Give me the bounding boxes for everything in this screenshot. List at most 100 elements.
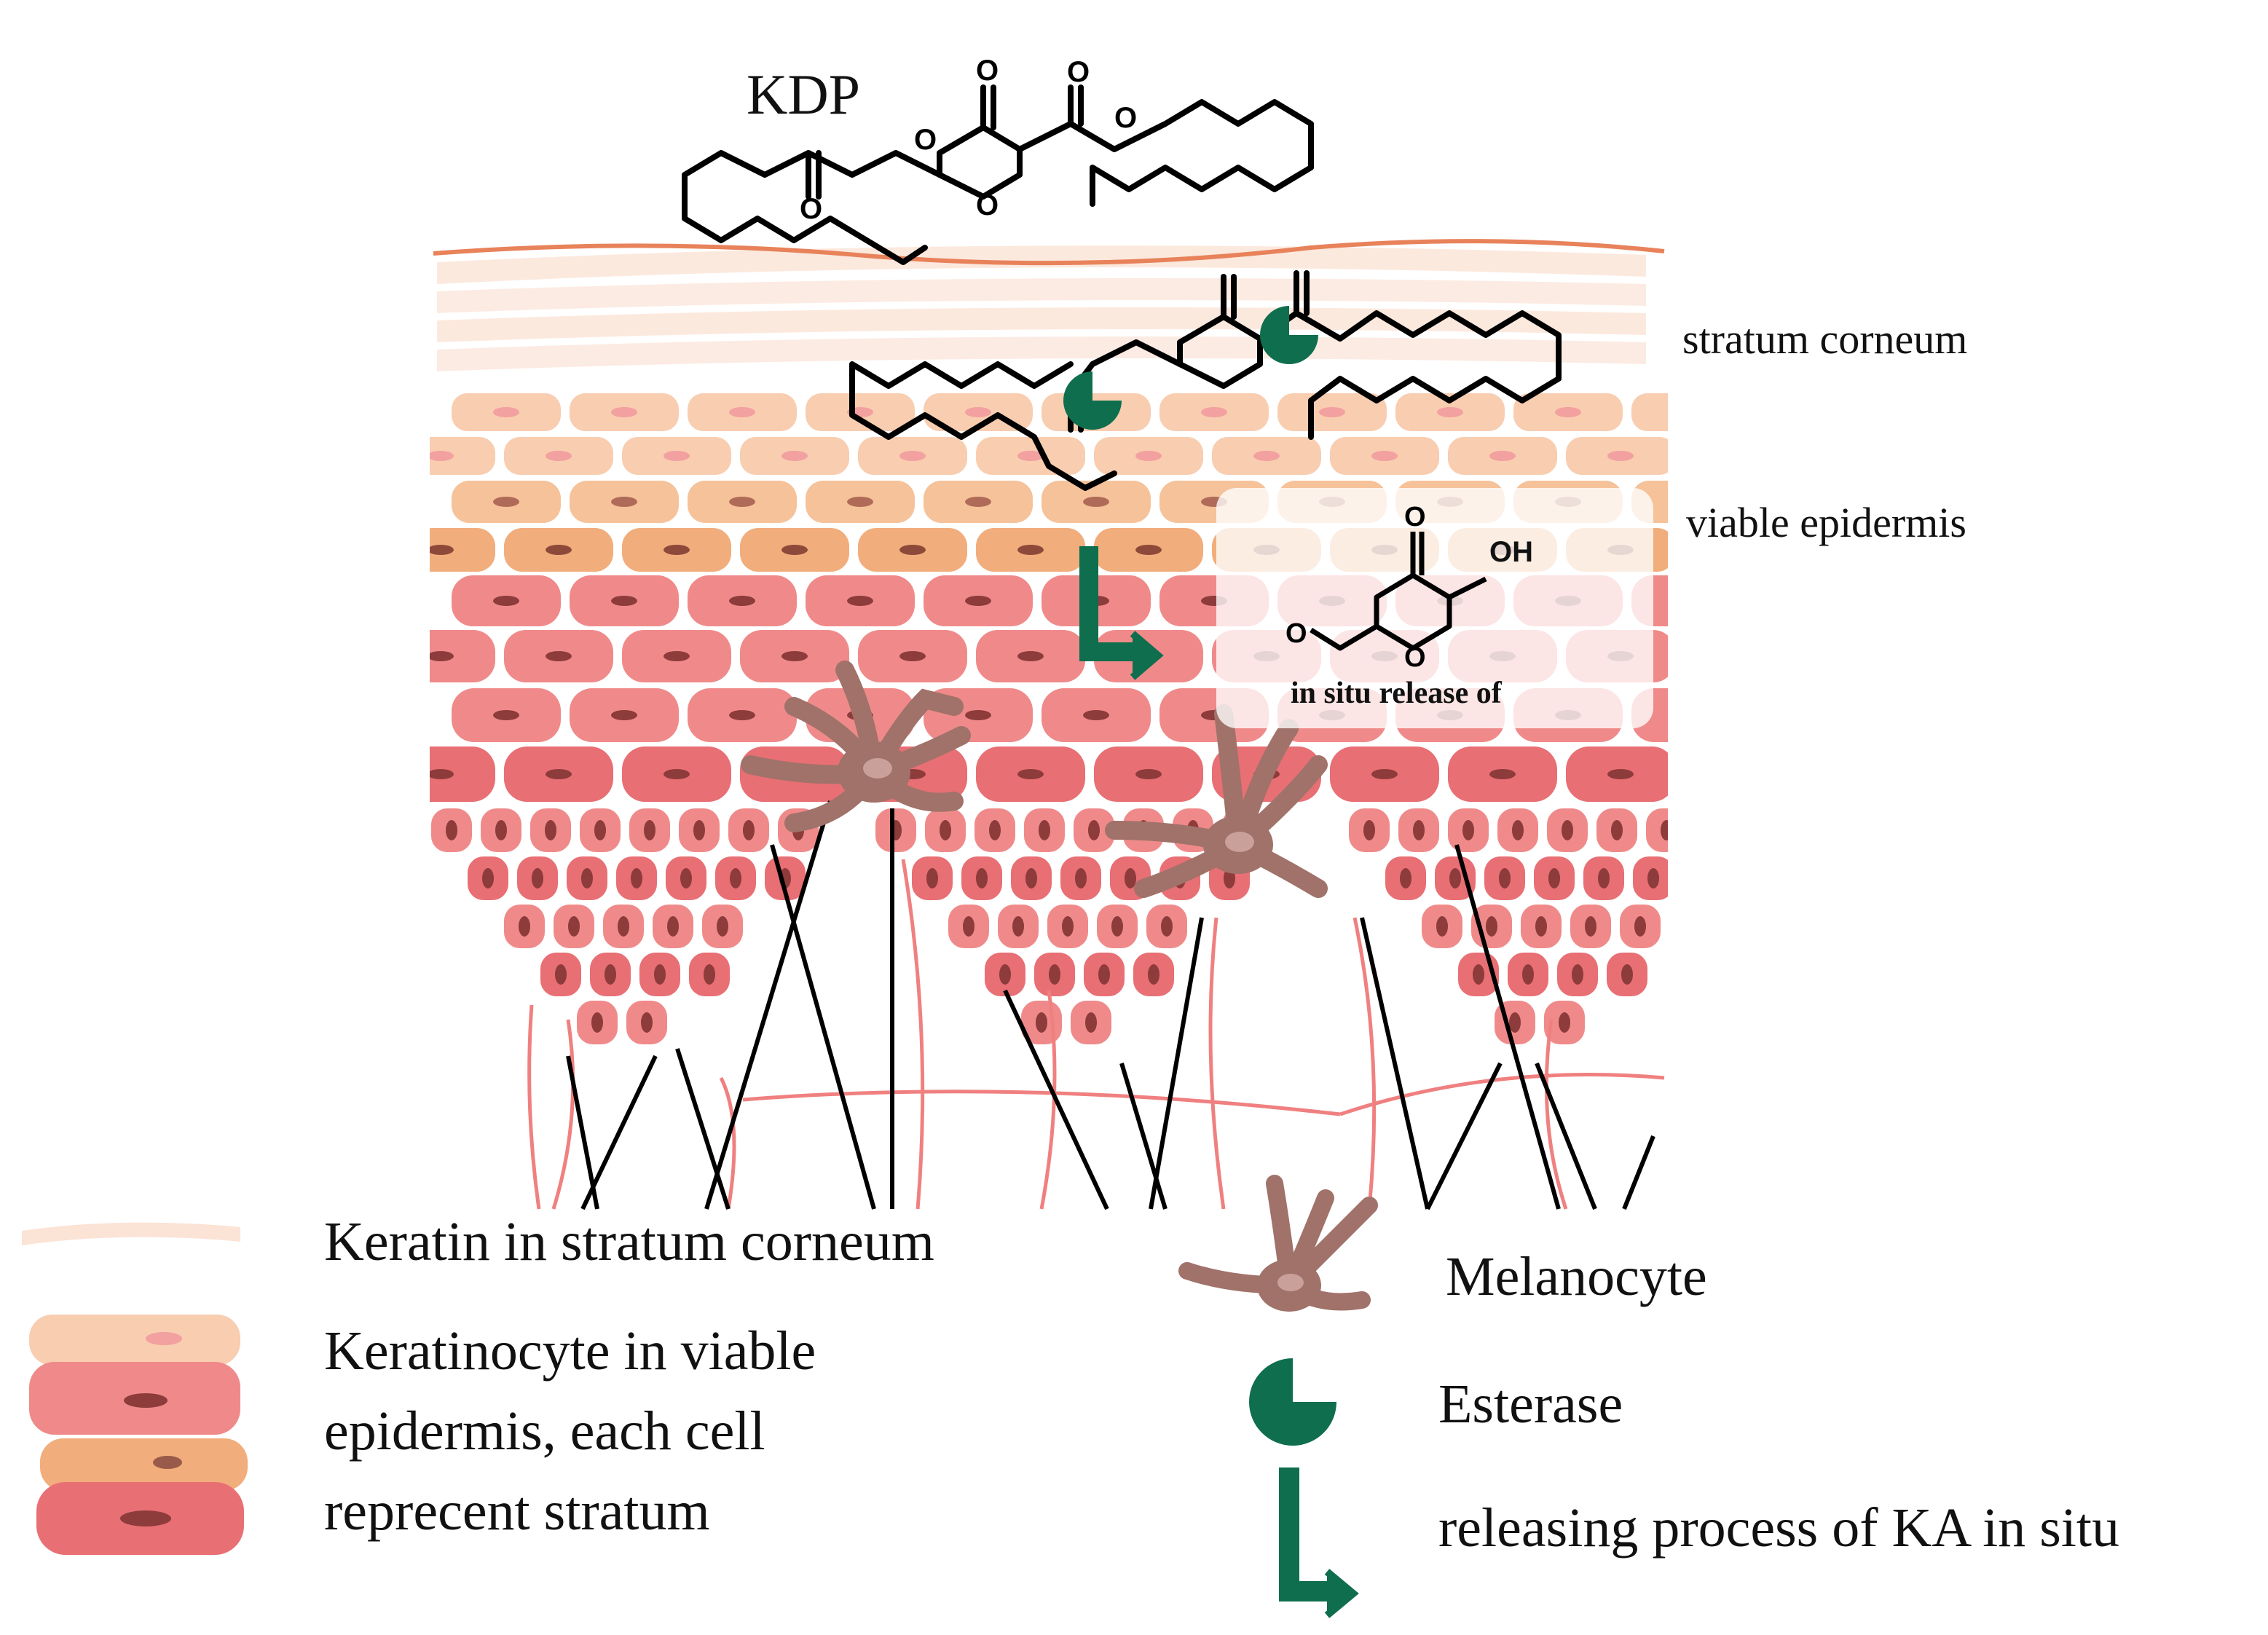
cell-nucleus bbox=[1449, 868, 1461, 889]
cell-nucleus bbox=[743, 820, 755, 840]
cell-nucleus bbox=[899, 545, 926, 555]
cell-nucleus bbox=[1319, 407, 1345, 417]
cell-nucleus bbox=[1135, 545, 1162, 555]
legend-melanocyte-label: Melanocyte bbox=[1446, 1246, 1707, 1307]
cell-nucleus bbox=[976, 868, 988, 889]
viable-epidermis-label: viable epidermis bbox=[1686, 499, 1966, 546]
cell-nucleus bbox=[1562, 820, 1573, 840]
legend-esterase-icon bbox=[1249, 1358, 1336, 1446]
cell-nucleus bbox=[1161, 916, 1173, 937]
cell-nucleus bbox=[532, 868, 543, 889]
cell-nucleus bbox=[664, 769, 690, 779]
release-arrow-icon bbox=[1079, 546, 1164, 680]
inset-caption: in situ release of bbox=[1291, 677, 1502, 710]
svg-text:O: O bbox=[1114, 102, 1137, 134]
cell-nucleus bbox=[781, 545, 808, 555]
cell-nucleus bbox=[1039, 820, 1050, 840]
kdp-oxygen-atoms: O O O O O O bbox=[800, 55, 1137, 225]
cell-nucleus bbox=[1647, 868, 1659, 889]
cell-nucleus bbox=[1075, 868, 1087, 889]
cell-nucleus bbox=[482, 868, 494, 889]
cell-nucleus bbox=[1585, 916, 1596, 937]
cell-nucleus bbox=[1710, 820, 1722, 840]
cell-nucleus bbox=[1673, 596, 1699, 606]
cell-nucleus bbox=[591, 1012, 603, 1033]
cell-nucleus bbox=[1049, 964, 1060, 985]
cell-nucleus bbox=[568, 916, 580, 937]
cell-nucleus bbox=[1088, 820, 1100, 840]
cell-nucleus bbox=[1436, 916, 1448, 937]
cell-nucleus bbox=[430, 769, 454, 779]
keratinocyte-cell bbox=[430, 528, 495, 572]
keratinocyte-cell bbox=[1696, 808, 1736, 852]
kdp-molecule-structure bbox=[682, 84, 1314, 265]
cell-nucleus bbox=[1489, 769, 1516, 779]
cell-nucleus bbox=[555, 964, 567, 985]
cell-nucleus bbox=[729, 710, 755, 720]
svg-text:O: O bbox=[1404, 502, 1426, 532]
svg-text:O: O bbox=[800, 193, 822, 225]
cell-nucleus bbox=[781, 651, 808, 661]
cell-nucleus bbox=[1489, 451, 1516, 461]
cell-nucleus bbox=[664, 545, 690, 555]
cell-nucleus bbox=[493, 407, 519, 417]
cell-nucleus bbox=[641, 1012, 653, 1033]
legend-keratinocyte-line-1: Keratinocyte in viable bbox=[324, 1320, 816, 1382]
cell-nucleus bbox=[1535, 916, 1547, 937]
stratum-corneum-label: stratum corneum bbox=[1682, 315, 1968, 363]
cell-nucleus bbox=[430, 451, 454, 461]
cell-nucleus bbox=[1017, 451, 1044, 461]
cell-nucleus bbox=[493, 710, 519, 720]
cell-nucleus bbox=[717, 916, 728, 937]
cell-nucleus bbox=[1499, 868, 1511, 889]
cell-nucleus bbox=[611, 407, 637, 417]
cell-nucleus bbox=[729, 407, 755, 417]
cell-nucleus bbox=[654, 964, 666, 985]
keratinocyte-cell bbox=[1631, 393, 1668, 431]
cell-nucleus bbox=[729, 497, 755, 507]
cell-nucleus bbox=[1607, 451, 1634, 461]
cell-nucleus bbox=[1371, 769, 1398, 779]
svg-text:O: O bbox=[976, 189, 999, 221]
kojic-acid-inset: O O O bbox=[1216, 488, 1653, 728]
cell-nucleus bbox=[1473, 964, 1484, 985]
keratinocyte-cell bbox=[1646, 808, 1668, 852]
cell-nucleus bbox=[1522, 964, 1534, 985]
cell-nucleus bbox=[1572, 964, 1583, 985]
cell-nucleus bbox=[1363, 820, 1375, 840]
cell-nucleus bbox=[1509, 1012, 1521, 1033]
cell-nucleus bbox=[1486, 916, 1497, 937]
cell-nucleus bbox=[965, 710, 991, 720]
cell-nucleus bbox=[1148, 964, 1159, 985]
cell-nucleus bbox=[1559, 1012, 1570, 1033]
cell-nucleus bbox=[1083, 710, 1109, 720]
cell-nucleus bbox=[611, 497, 637, 507]
cell-nucleus bbox=[729, 596, 755, 606]
cell-nucleus bbox=[1111, 916, 1123, 937]
cell-nucleus bbox=[1201, 407, 1227, 417]
cell-nucleus bbox=[1135, 769, 1162, 779]
cell-nucleus bbox=[1017, 545, 1044, 555]
dermal-fibers bbox=[527, 800, 1665, 1210]
cell-nucleus bbox=[1607, 769, 1634, 779]
cell-nucleus bbox=[1025, 868, 1037, 889]
cell-nucleus bbox=[1697, 868, 1709, 889]
cell-nucleus bbox=[1125, 868, 1136, 889]
melanocyte-2 bbox=[1105, 704, 1328, 898]
cell-nucleus bbox=[1085, 1012, 1097, 1033]
cell-nucleus bbox=[546, 545, 572, 555]
cell-nucleus bbox=[1548, 868, 1560, 889]
cell-nucleus bbox=[926, 868, 938, 889]
svg-text:O: O bbox=[1285, 618, 1307, 649]
cell-nucleus bbox=[1062, 916, 1074, 937]
cell-nucleus bbox=[546, 451, 572, 461]
svg-text:O: O bbox=[976, 55, 999, 87]
legend-melanocyte-icon bbox=[1178, 1175, 1378, 1312]
cell-nucleus bbox=[781, 451, 808, 461]
cell-nucleus bbox=[1371, 451, 1398, 461]
cell-nucleus bbox=[519, 916, 530, 937]
cell-nucleus bbox=[618, 916, 629, 937]
cell-nucleus bbox=[493, 596, 519, 606]
cell-nucleus bbox=[594, 820, 606, 840]
